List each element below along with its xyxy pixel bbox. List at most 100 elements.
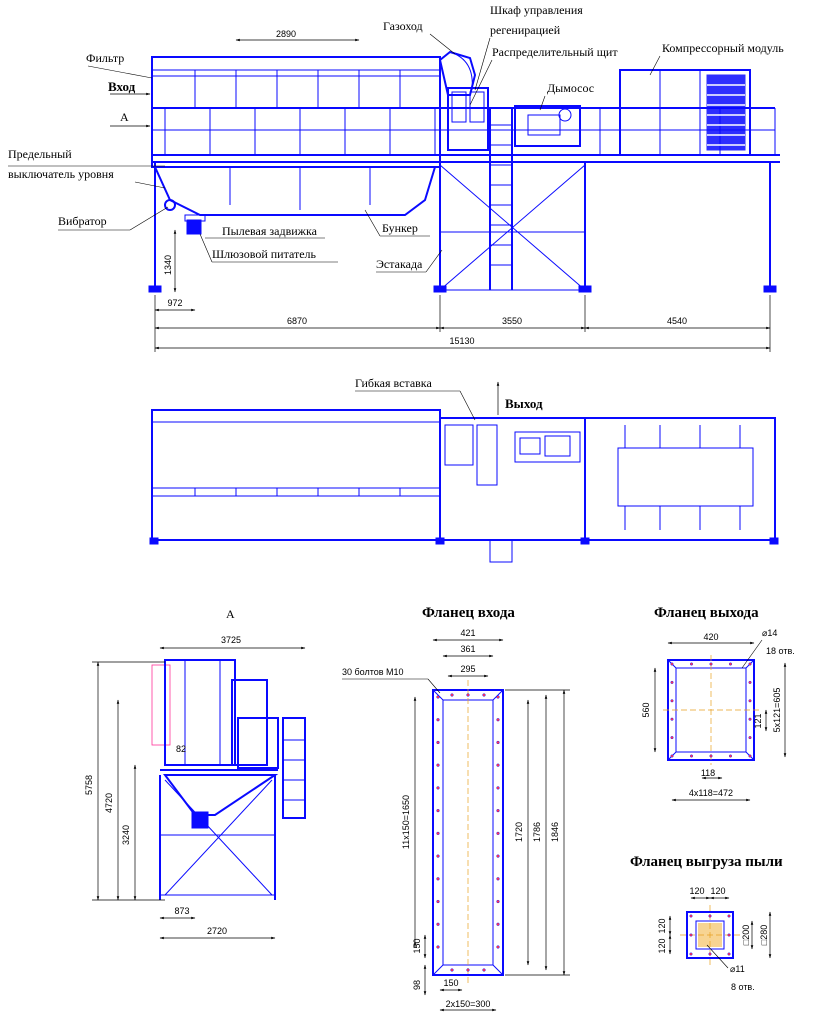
- inlet-bolt-hole: [496, 831, 500, 835]
- dim-5x121: 5x121=605: [772, 688, 782, 733]
- label-filter: Фильтр: [86, 51, 124, 65]
- outlet-flange-title: Фланец выхода: [654, 605, 759, 621]
- outlet-bolt-hole: [748, 662, 752, 666]
- dim-1786: 1786: [532, 822, 542, 842]
- label-flex-insert: Гибкая вставка: [355, 376, 432, 390]
- inlet-flange: Фланец входа 421 361 295 30 болтов М10 1…: [342, 605, 570, 1012]
- label-dust-gate: Пылевая задвижка: [222, 224, 318, 238]
- outlet-bolt-hole: [748, 717, 752, 721]
- dust-bolt-hole: [727, 952, 731, 956]
- inlet-bolt-hole: [496, 945, 500, 949]
- label-rotary-feeder: Шлюзовой питатель: [212, 247, 317, 261]
- dust-flange: Фланец выгруза пыли 120 120 120 120 □200…: [630, 854, 783, 992]
- outlet-bolt-hole: [690, 754, 694, 758]
- outlet-bolt-hole: [670, 680, 674, 684]
- dim-3240: 3240: [121, 825, 131, 845]
- dim-82: 82: [176, 744, 186, 754]
- outlet-flange: Фланец выхода 420 ⌀14 18 отв. 560 121 5x…: [641, 605, 795, 802]
- inlet-bolt-hole: [496, 763, 500, 767]
- label-exhauster: Дымосос: [547, 81, 594, 95]
- dust-bolt-hole: [689, 914, 693, 918]
- dim-5758: 5758: [84, 775, 94, 795]
- outlet-bolt-hole: [670, 662, 674, 666]
- plan-filter: [151, 409, 441, 541]
- dim-200: □200: [741, 925, 751, 945]
- dim-1720: 1720: [514, 822, 524, 842]
- dim-361: 361: [460, 644, 475, 654]
- plan-exhauster: [514, 431, 581, 463]
- label-level-switch-1: Предельный: [8, 147, 72, 161]
- outlet-bolts: [670, 662, 752, 758]
- dim-4720: 4720: [104, 793, 114, 813]
- label-distribution-board: Распределительный щит: [492, 45, 618, 59]
- inlet-bolt-hole: [436, 854, 440, 858]
- inlet-flange-title: Фланец входа: [422, 605, 515, 621]
- dust-bolt-hole: [708, 914, 712, 918]
- inlet-bolt-hole: [436, 718, 440, 722]
- inlet-bolts: [436, 693, 500, 972]
- label-outlet: Выход: [505, 396, 543, 411]
- inlet-bolt-hole: [496, 740, 500, 745]
- dust-bolt-hole: [727, 914, 731, 918]
- dust-hole-size: ⌀11: [730, 964, 745, 974]
- label-control-cabinet-1: Шкаф управления: [490, 3, 583, 17]
- dust-bolt-hole: [727, 933, 731, 937]
- outlet-bolt-hole: [670, 754, 674, 758]
- inlet-bolt-hole: [436, 922, 440, 926]
- dim-120-b: 120: [710, 886, 725, 896]
- dust-bolt-hole: [708, 952, 712, 956]
- inlet-bolt-hole: [436, 786, 440, 790]
- outlet-bolt-hole: [670, 736, 674, 740]
- outlet-bolt-hole: [670, 699, 674, 703]
- dust-bolts: [689, 914, 731, 956]
- label-vibrator: Вибратор: [58, 214, 107, 228]
- label-hopper: Бункер: [382, 221, 418, 235]
- outlet-bolt-hole: [670, 717, 674, 721]
- inlet-bolt-hole: [436, 899, 440, 904]
- trestle: [148, 162, 777, 293]
- label-gas-duct: Газоход: [383, 19, 423, 33]
- outlet-bolt-hole: [748, 754, 752, 758]
- outlet-bolt-hole: [729, 662, 733, 666]
- inlet-bolt-hole: [436, 877, 440, 881]
- dim-421: 421: [460, 628, 475, 638]
- inlet-bolt-hole: [436, 809, 440, 813]
- dust-flange-title: Фланец выгруза пыли: [630, 854, 783, 870]
- outlet-hole-count: 18 отв.: [766, 646, 795, 656]
- dim-118: 118: [701, 768, 715, 778]
- inlet-bolt-hole: [496, 718, 500, 722]
- inlet-bolt-hole: [496, 809, 500, 813]
- inlet-bolt-hole: [496, 786, 500, 790]
- dim-280: □280: [759, 925, 769, 945]
- dim-150-v: 150: [412, 938, 422, 953]
- dim-15130: 15130: [449, 336, 474, 346]
- dim-1846: 1846: [550, 822, 560, 842]
- dim-120-a: 120: [689, 886, 704, 896]
- rotary-feeder: [186, 219, 202, 235]
- label-view-a-mark: A: [120, 110, 129, 124]
- inlet-bolt-hole: [496, 854, 500, 858]
- outlet-bolt-hole: [729, 754, 733, 758]
- hopper: [153, 166, 437, 216]
- dim-121: 121: [753, 713, 763, 728]
- dim-2720: 2720: [207, 926, 227, 936]
- outlet-bolt-hole: [709, 754, 713, 758]
- inlet-bolt-hole: [436, 763, 440, 767]
- elevation-view: 2890 1340 972 6870 3550 4540 15130 Фильт…: [8, 3, 784, 352]
- label-compressor-module: Компрессорный модуль: [662, 41, 784, 55]
- access-ladder: [489, 108, 513, 290]
- dim-120-c: 120: [657, 918, 667, 933]
- inlet-bolt-hole: [496, 877, 500, 881]
- outlet-bolt-hole: [748, 736, 752, 740]
- exhauster: [514, 105, 581, 147]
- plan-compressor: [617, 447, 754, 507]
- dust-bolt-hole: [689, 952, 693, 956]
- dim-4x118: 4x118=472: [689, 788, 733, 798]
- dim-1340: 1340: [163, 255, 173, 275]
- inlet-bolt-hole: [496, 695, 500, 699]
- outlet-bolt-hole: [690, 662, 694, 666]
- inlet-bolt-hole: [450, 693, 454, 697]
- dust-flange-outer: [686, 911, 734, 959]
